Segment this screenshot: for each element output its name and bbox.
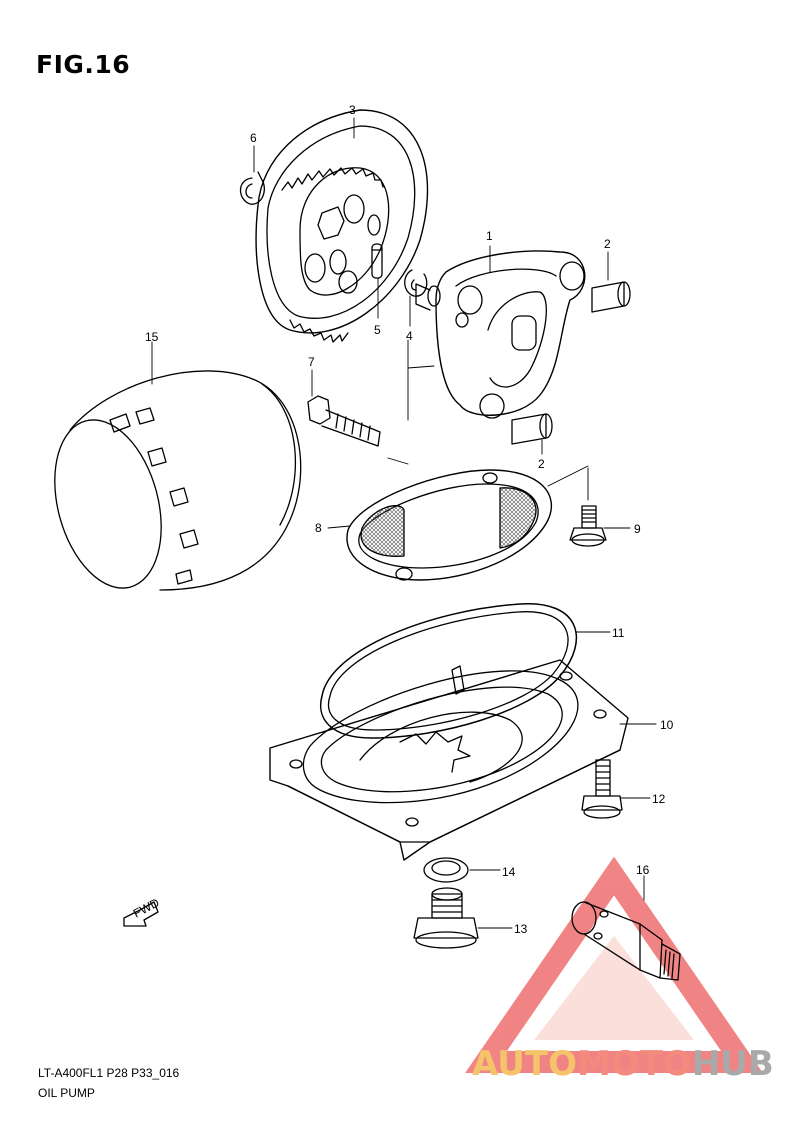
watermark-moto: MOTO	[576, 1044, 692, 1084]
callout-2-lower: 2	[538, 457, 545, 471]
oil-pressure-switch	[571, 901, 681, 981]
callout-16: 16	[636, 863, 650, 877]
section-name: OIL PUMP	[38, 1086, 95, 1100]
watermark-hub: HUB	[691, 1044, 774, 1084]
dowel-pin-upper	[591, 281, 631, 313]
callout-9: 9	[634, 522, 641, 536]
oil-strainer	[346, 469, 553, 581]
callout-7: 7	[308, 355, 315, 369]
callout-4: 4	[406, 329, 413, 343]
watermark-triangle	[465, 856, 763, 1073]
model-code: LT-A400FL1 P28 P33_016	[38, 1066, 180, 1080]
strainer-bolt	[569, 505, 607, 547]
pin	[371, 243, 383, 279]
callout-3: 3	[349, 103, 356, 117]
oil-pan	[269, 659, 629, 861]
callout-10: 10	[660, 718, 674, 732]
circlip	[239, 171, 265, 205]
drain-washer	[423, 857, 469, 883]
callout-1: 1	[486, 229, 493, 243]
callout-12: 12	[652, 792, 666, 806]
callout-5: 5	[374, 323, 381, 337]
oil-pump-gear	[255, 109, 429, 343]
watermark-auto: AUTO	[472, 1044, 577, 1084]
callout-13: 13	[514, 922, 528, 936]
callout-15: 15	[145, 330, 159, 344]
watermark-logo-text: AUTOMOTOHUB	[472, 1044, 774, 1084]
callout-8: 8	[315, 521, 322, 535]
oil-filter	[54, 370, 302, 591]
figure-title: FIG.16	[36, 50, 131, 79]
fwd-arrow	[123, 901, 159, 927]
leader-lines	[151, 117, 657, 929]
oil-pump-body	[415, 250, 586, 419]
callout-11: 11	[612, 626, 625, 640]
callout-2-upper: 2	[604, 237, 611, 251]
callout-6: 6	[250, 131, 257, 145]
dowel-pin-lower	[511, 413, 553, 445]
washer-clip	[404, 269, 428, 297]
long-bolt	[307, 395, 381, 447]
drain-plug	[413, 887, 479, 949]
oil-pan-bolt	[581, 759, 623, 819]
oil-pan-gasket	[320, 603, 578, 739]
callout-14: 14	[502, 865, 516, 879]
